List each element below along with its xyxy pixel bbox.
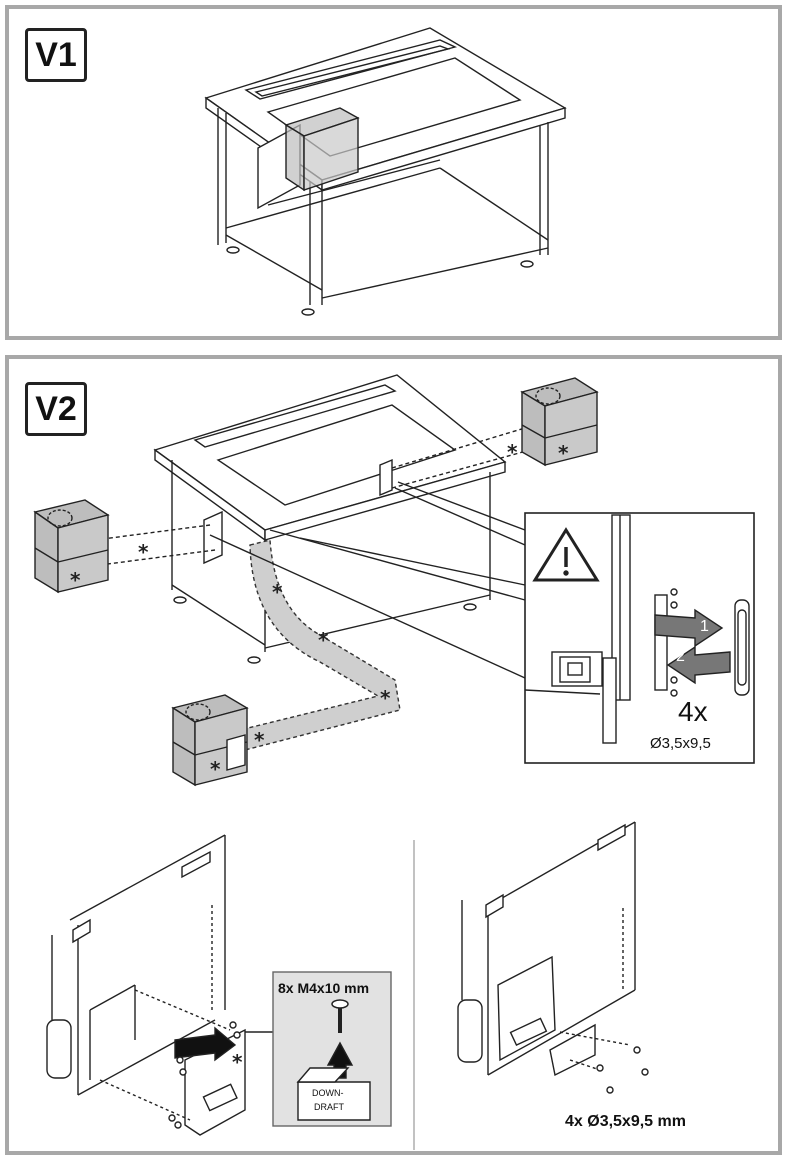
asterisk-marker: * xyxy=(210,757,221,781)
asterisk-marker: * xyxy=(558,441,569,465)
step-1-label: 1 xyxy=(700,618,709,635)
motor-box-bottom xyxy=(171,694,249,787)
box-text-line1: DOWN- xyxy=(312,1088,344,1098)
asterisk-marker: * xyxy=(70,568,81,592)
motor-box-right xyxy=(520,377,599,467)
asterisk-marker: * xyxy=(254,728,265,752)
motor-box-left xyxy=(33,499,110,594)
panel-v1-label: V1 xyxy=(25,28,87,82)
screw-size: Ø3,5x9,5 xyxy=(650,735,711,752)
asterisk-marker: * xyxy=(380,686,391,710)
asterisk-marker: * xyxy=(272,580,283,604)
detail-box xyxy=(524,512,755,764)
screw-box-title: 8x M4x10 mm xyxy=(278,980,370,996)
v1-cabinet xyxy=(204,27,567,316)
asterisk-marker: * xyxy=(138,540,149,564)
screw-box xyxy=(272,971,392,1127)
asterisk-marker: * xyxy=(318,628,329,652)
screw-count: 4x xyxy=(678,696,708,727)
duct-paths xyxy=(94,427,531,566)
asterisk-marker: * xyxy=(507,440,518,464)
panel-v2-label: V2 xyxy=(25,382,87,436)
step-2-label: 2 xyxy=(676,648,685,665)
v2-cabinet xyxy=(153,374,507,664)
cover-screw-label: 4x Ø3,5x9,5 mm xyxy=(565,1113,686,1130)
callout-lines xyxy=(209,481,526,679)
bottom-left-assembly xyxy=(46,834,278,1136)
box-text-line2: DRAFT xyxy=(314,1102,344,1112)
asterisk-marker: * xyxy=(232,1050,243,1074)
bottom-right-assembly xyxy=(457,821,649,1094)
